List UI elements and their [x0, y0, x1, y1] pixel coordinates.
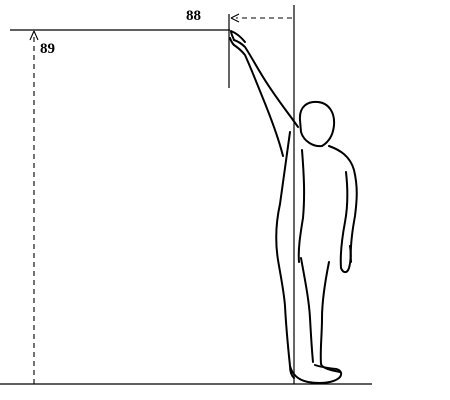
figure-front-arm: [339, 171, 352, 274]
figure-arm-outer: [233, 39, 299, 128]
figure-back: [275, 131, 295, 379]
figure-front-leg: [319, 261, 341, 373]
vertical-dimension-arrowhead: [29, 30, 39, 41]
human-figure: [229, 30, 358, 384]
figure-arm-inner: [233, 44, 284, 157]
figure-hand: [229, 30, 246, 46]
horizontal-offset-label: 88: [186, 8, 201, 24]
figure-inner-torso: [297, 149, 306, 263]
figure-feet: [289, 364, 343, 384]
horizontal-dimension-arrowhead: [230, 13, 240, 23]
figure-head: [298, 100, 336, 148]
figure-front-torso: [328, 145, 358, 263]
reach-height-label: 89: [40, 41, 55, 57]
figure-back-leg: [300, 257, 314, 363]
